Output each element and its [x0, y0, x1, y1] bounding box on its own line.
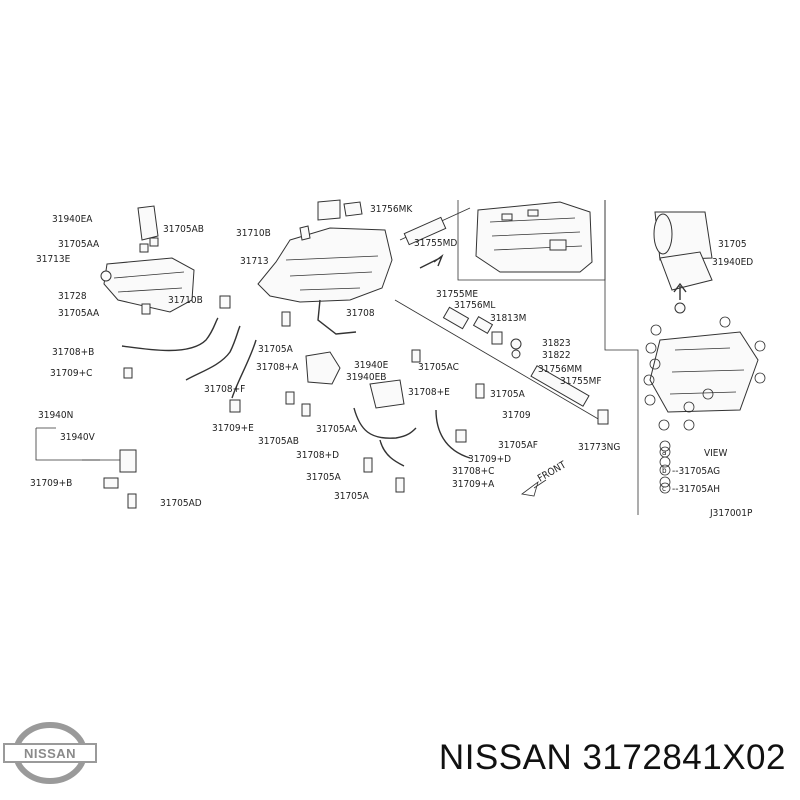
callout-label: 31705AA — [58, 308, 100, 319]
center-valve-body — [257, 199, 485, 493]
legend-symbol: a — [662, 448, 666, 457]
callout-labels: 31940EA 31705AB 31705AA 31713E 31728 317… — [30, 204, 753, 509]
front-label: FRONT — [536, 459, 569, 484]
callout-label: 31728 — [58, 291, 87, 302]
callout-label: 31709+B — [30, 478, 72, 489]
callout-label: 31708+F — [204, 384, 245, 395]
callout-label: 31705AA — [316, 424, 358, 435]
front-arrow — [521, 479, 547, 497]
callout-label: 31709+D — [468, 454, 511, 465]
part-number-title: NISSAN 3172841X02 — [438, 738, 786, 777]
callout-label: 31708+D — [296, 450, 339, 461]
callout-label: 31755MF — [560, 376, 602, 387]
nissan-logo: NISSAN — [3, 722, 97, 784]
callout-label: 31708+A — [256, 362, 299, 373]
valve-body-inset — [475, 201, 593, 273]
callout-label: 31713 — [240, 256, 269, 267]
callout-label: 31705A — [334, 491, 370, 502]
callout-label: 31708+E — [408, 387, 450, 398]
legend-text: --31705AH — [672, 484, 720, 495]
left-parts — [35, 205, 257, 509]
callout-label: 31705A — [490, 389, 526, 400]
svg-text:NISSAN: NISSAN — [24, 746, 76, 761]
parts-diagram: 31940EA 31705AB 31705AA 31713E 31728 317… — [30, 199, 766, 519]
callout-label: 31705AC — [418, 362, 459, 373]
callout-label: 31705A — [306, 472, 342, 483]
callout-label: 31822 — [542, 350, 571, 361]
callout-label: 31705AB — [258, 436, 299, 447]
solenoid-inset — [643, 211, 766, 488]
inset-frames — [457, 200, 639, 515]
callout-label: 31940V — [60, 432, 96, 443]
callout-label: 31940EB — [346, 372, 386, 383]
legend: a VIEW b --31705AG c --31705AH — [659, 446, 727, 495]
callout-label: 31709+A — [452, 479, 495, 490]
callout-label: 31755ME — [436, 289, 478, 300]
callout-label: 31705 — [718, 239, 747, 250]
callout-label: 31755MD — [414, 238, 457, 249]
callout-label: 31940EA — [52, 214, 93, 225]
callout-label: 31940E — [354, 360, 389, 371]
callout-label: 31708+C — [452, 466, 494, 477]
legend-text: --31705AG — [672, 466, 720, 477]
callout-label: 31705AA — [58, 239, 100, 250]
callout-label: 31705AD — [160, 498, 202, 509]
callout-label: 31713E — [36, 254, 71, 265]
legend-symbol: b — [662, 466, 667, 475]
callout-label: 31756ML — [454, 300, 495, 311]
callout-label: 31708+B — [52, 347, 94, 358]
callout-label: 31940N — [38, 410, 73, 421]
callout-label: 31756MM — [538, 364, 582, 375]
callout-label: 31709+C — [50, 368, 92, 379]
callout-label: 31813M — [490, 313, 526, 324]
callout-label: 31705AB — [163, 224, 204, 235]
diagram-code: J317001P — [709, 508, 753, 519]
callout-label: 31709+E — [212, 423, 254, 434]
callout-label: 31708 — [346, 308, 375, 319]
callout-label: 31823 — [542, 338, 571, 349]
callout-label: 31940ED — [712, 257, 753, 268]
valve-spools — [394, 207, 609, 425]
legend-symbol: c — [662, 484, 666, 493]
legend-text: VIEW — [704, 448, 727, 459]
callout-label: 31705AF — [498, 440, 538, 451]
callout-label: 31756MK — [370, 204, 413, 215]
callout-label: 31710B — [168, 295, 203, 306]
callout-label: 31710B — [236, 228, 271, 239]
callout-label: 31709 — [502, 410, 531, 421]
callout-label: 31705A — [258, 344, 294, 355]
callout-label: 31773NG — [578, 442, 620, 453]
